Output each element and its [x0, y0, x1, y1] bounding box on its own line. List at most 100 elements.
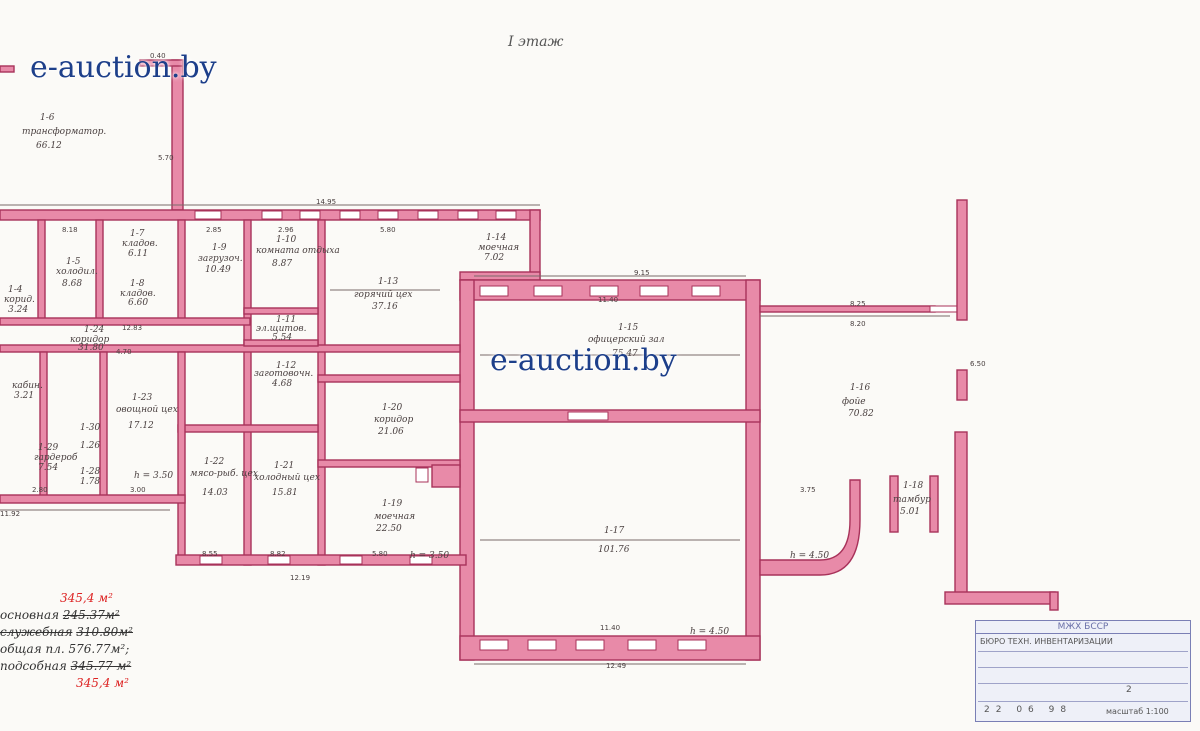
wall — [0, 65, 15, 73]
svg-text:моечная: моечная — [374, 512, 415, 522]
wall — [317, 459, 461, 468]
svg-text:овощной цех: овощной цех — [116, 405, 178, 415]
wall — [956, 369, 968, 401]
room-labels: 1-6 трансформатор. 66.12 1-5 холодил. 8.… — [4, 113, 931, 555]
svg-text:1-21: 1-21 — [274, 461, 294, 471]
svg-text:8.55: 8.55 — [202, 550, 218, 558]
svg-text:5.80: 5.80 — [380, 226, 396, 234]
svg-text:8.68: 8.68 — [62, 279, 82, 289]
svg-text:7.54: 7.54 — [38, 463, 58, 473]
svg-text:17.12: 17.12 — [128, 421, 154, 431]
svg-text:1-13: 1-13 — [378, 277, 398, 287]
svg-text:моечная: моечная — [478, 243, 519, 253]
dimension-labels: 14.95 5.80 9.15 11.40 11.40 12.49 12.19 … — [0, 52, 986, 670]
wall — [889, 475, 899, 533]
svg-text:1-11: 1-11 — [276, 315, 296, 325]
svg-text:загрузоч.: загрузоч. — [198, 254, 243, 264]
hall-west-wall — [459, 279, 475, 661]
svg-text:эл.щитов.: эл.щитов. — [256, 324, 307, 334]
svg-text:коридор: коридор — [374, 415, 413, 425]
svg-text:8.20: 8.20 — [850, 320, 866, 328]
svg-text:мясо-рыб. цех: мясо-рыб. цех — [190, 468, 258, 479]
wall — [0, 494, 186, 504]
wall — [529, 209, 541, 281]
wall — [944, 591, 1056, 605]
svg-text:6.50: 6.50 — [970, 360, 986, 368]
svg-text:заготовочн.: заготовочн. — [254, 369, 313, 379]
svg-text:1-18: 1-18 — [903, 481, 923, 491]
svg-text:3.00: 3.00 — [130, 486, 146, 494]
ceiling-heights: h = 3.50 h = 3.50 h = 4.50 h = 4.50 — [134, 471, 829, 637]
svg-text:11.40: 11.40 — [600, 624, 620, 632]
wall — [317, 219, 326, 566]
svg-text:8.18: 8.18 — [62, 226, 78, 234]
svg-text:21.06: 21.06 — [377, 427, 404, 437]
svg-text:1-9: 1-9 — [212, 243, 227, 253]
svg-text:h = 3.50: h = 3.50 — [410, 551, 449, 561]
svg-text:1-15: 1-15 — [618, 323, 638, 333]
svg-text:14.03: 14.03 — [202, 488, 228, 498]
svg-text:трансформатор.: трансформатор. — [22, 127, 106, 137]
wall — [759, 305, 936, 313]
svg-text:8.87: 8.87 — [272, 259, 292, 269]
svg-text:9.15: 9.15 — [634, 269, 650, 277]
svg-text:кладов.: кладов. — [122, 239, 158, 249]
watermark: e-auction.by — [490, 343, 677, 378]
svg-text:1-30: 1-30 — [80, 423, 100, 433]
svg-text:1-17: 1-17 — [604, 526, 624, 536]
svg-text:12.83: 12.83 — [122, 324, 142, 332]
svg-text:70.82: 70.82 — [848, 409, 874, 419]
svg-text:кабин.: кабин. — [12, 380, 43, 391]
svg-text:h = 4.50: h = 4.50 — [690, 627, 729, 637]
svg-text:10.49: 10.49 — [205, 265, 231, 275]
svg-text:6.11: 6.11 — [128, 249, 148, 259]
wall — [956, 199, 968, 321]
wall — [243, 219, 252, 566]
wall — [177, 219, 186, 321]
svg-text:11.92: 11.92 — [0, 510, 20, 518]
hall-east-wall — [745, 279, 761, 661]
svg-text:2.85: 2.85 — [206, 226, 222, 234]
svg-text:1-28: 1-28 — [80, 467, 100, 477]
svg-text:7.02: 7.02 — [484, 253, 504, 263]
svg-text:22.50: 22.50 — [375, 524, 402, 534]
registry-stamp: МЖХ БССР БЮРО ТЕХН. ИНВЕНТАРИЗАЦИИ 2 22 … — [975, 620, 1191, 722]
svg-text:1-22: 1-22 — [204, 457, 224, 467]
svg-text:1.78: 1.78 — [80, 477, 100, 487]
svg-text:кладов.: кладов. — [120, 289, 156, 299]
wall — [0, 317, 251, 326]
wall — [139, 59, 184, 67]
curved-wall — [759, 479, 861, 576]
svg-text:3.24: 3.24 — [8, 305, 28, 315]
svg-text:1-24: 1-24 — [84, 325, 104, 335]
svg-text:5.70: 5.70 — [158, 154, 174, 162]
area-summary: 345,4 м² основная 245.37м² служебная 310… — [0, 591, 133, 690]
svg-text:4.70: 4.70 — [116, 348, 132, 356]
svg-text:1-14: 1-14 — [486, 233, 506, 243]
svg-text:холодил.: холодил. — [56, 267, 98, 277]
svg-text:1.26: 1.26 — [80, 441, 100, 451]
sinks — [431, 464, 461, 488]
floor-title: I этаж — [507, 34, 563, 50]
svg-text:6.60: 6.60 — [128, 298, 148, 308]
north-windows — [194, 210, 517, 220]
svg-text:66.12: 66.12 — [36, 141, 62, 151]
svg-text:1-12: 1-12 — [276, 361, 296, 371]
svg-text:5.80: 5.80 — [372, 550, 388, 558]
svg-text:h = 3.50: h = 3.50 — [134, 471, 173, 481]
corridor-south-wall — [0, 344, 461, 353]
svg-text:15.81: 15.81 — [272, 488, 298, 498]
svg-text:1-4: 1-4 — [8, 285, 23, 295]
wall — [177, 351, 186, 563]
svg-text:2.80: 2.80 — [32, 486, 48, 494]
svg-text:11.40: 11.40 — [598, 296, 618, 304]
wall — [317, 374, 461, 383]
svg-text:1-19: 1-19 — [382, 499, 402, 509]
svg-text:1-10: 1-10 — [276, 235, 296, 245]
svg-text:1-23: 1-23 — [132, 393, 152, 403]
svg-text:1-20: 1-20 — [382, 403, 402, 413]
svg-text:75.47: 75.47 — [612, 349, 638, 359]
svg-text:3.21: 3.21 — [14, 391, 34, 401]
svg-text:1-16: 1-16 — [850, 383, 870, 393]
svg-text:12.19: 12.19 — [290, 574, 310, 582]
